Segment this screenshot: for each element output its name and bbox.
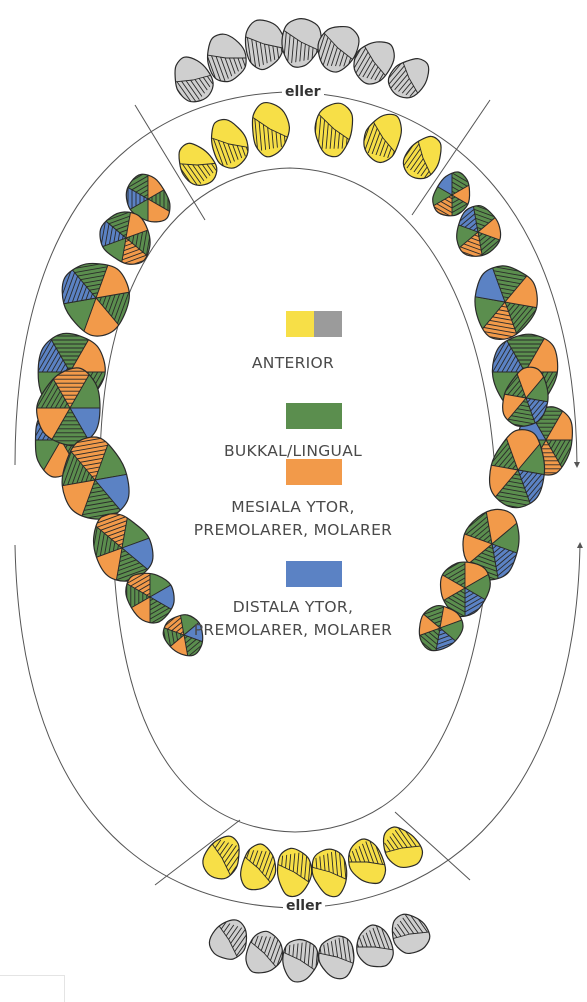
legend-swatch-anterior-yellow (286, 311, 314, 337)
legend-label-distala-line1: DISTALA YTOR, (143, 597, 443, 618)
legend-swatch-mesiala (286, 459, 342, 485)
legend-swatch-bukkal (286, 403, 342, 429)
corner-box (0, 975, 65, 1002)
legend-label-distala-line2: PREMOLARER, MOLARER (143, 620, 443, 641)
eller-top-label: eller (282, 84, 324, 100)
legend-label-mesiala-line1: MESIALA YTOR, (143, 497, 443, 518)
legend-label-anterior: ANTERIOR (143, 353, 443, 374)
eller-bottom-label: eller (283, 898, 325, 914)
upper-anterior-tooth-4 (301, 93, 371, 166)
legend-swatch-distala (286, 561, 342, 587)
legend-label-mesiala-line2: PREMOLARER, MOLARER (143, 520, 443, 541)
legend-swatch-anterior-gray (314, 311, 342, 337)
